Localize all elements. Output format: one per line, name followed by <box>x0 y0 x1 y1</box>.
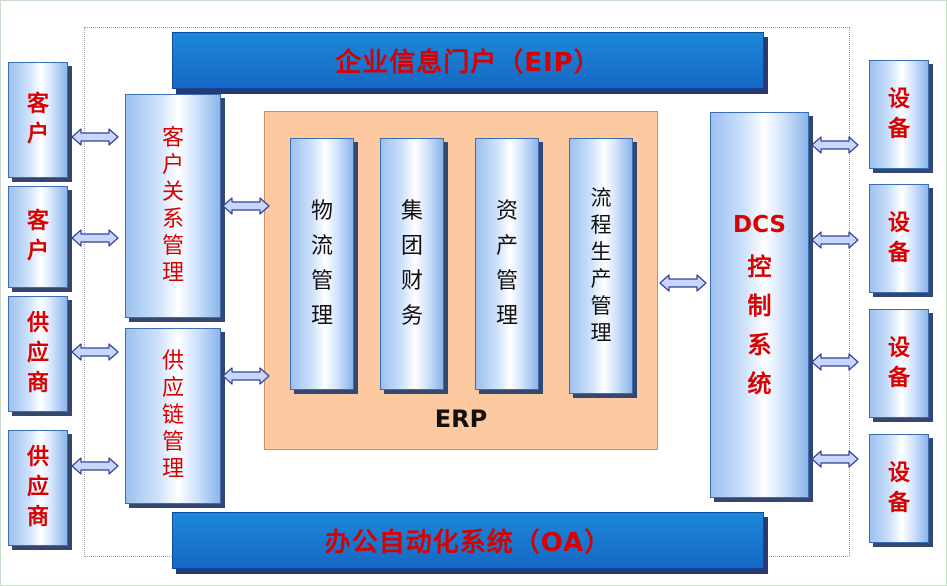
device-box-1: 设 备 <box>869 60 929 169</box>
char: 系 <box>747 331 772 359</box>
supplier-box-2: 供 应 商 <box>8 430 68 546</box>
char: 管 <box>495 268 518 294</box>
char: 备 <box>887 240 910 266</box>
process-production-module: 流 程 生 产 管 理 <box>569 138 633 394</box>
char: 理 <box>161 457 184 482</box>
char: 户 <box>161 152 184 178</box>
customer-box-1: 客 户 <box>8 62 68 178</box>
char: 物 <box>310 198 333 224</box>
char: 供 <box>26 445 49 470</box>
char: 户 <box>26 122 49 147</box>
eip-portal-label: 企业信息门户（EIP） <box>335 48 601 78</box>
char: 备 <box>887 116 910 142</box>
char: 产 <box>590 267 612 291</box>
char: 户 <box>26 239 49 264</box>
char: 设 <box>887 86 910 112</box>
char: 关 <box>161 179 184 205</box>
char: 应 <box>26 341 49 366</box>
char: 流 <box>310 233 333 259</box>
supplier-box-1: 供 应 商 <box>8 296 68 412</box>
char: 客 <box>161 125 184 151</box>
char: 客 <box>26 209 49 234</box>
eip-portal-bar: 企业信息门户（EIP） <box>172 32 764 89</box>
char: 管 <box>310 268 333 294</box>
char: 制 <box>747 292 772 320</box>
device-box-4: 设 备 <box>869 434 929 543</box>
char: 应 <box>161 376 184 401</box>
char: 设 <box>887 335 910 361</box>
erp-label: ERP <box>434 405 488 433</box>
dcs-control-system-box: DCS 控 制 系 统 <box>710 112 809 498</box>
char: 财 <box>400 268 423 294</box>
char: 链 <box>161 403 184 428</box>
char: 设 <box>887 210 910 236</box>
device-box-3: 设 备 <box>869 309 929 418</box>
char: 管 <box>161 430 184 455</box>
char: 产 <box>495 233 518 259</box>
char: 统 <box>747 370 772 398</box>
char: 设 <box>887 460 910 486</box>
char: 集 <box>400 198 423 224</box>
oa-system-bar: 办公自动化系统（OA） <box>172 512 764 569</box>
dcs-label: DCS <box>733 212 786 238</box>
group-finance-module: 集 团 财 务 <box>380 138 444 390</box>
char: 理 <box>310 303 333 329</box>
char: 团 <box>400 233 423 259</box>
char: 资 <box>495 198 518 224</box>
char: 流 <box>590 186 612 210</box>
customer-box-2: 客 户 <box>8 186 68 288</box>
char: 应 <box>26 475 49 500</box>
asset-management-module: 资 产 管 理 <box>475 138 539 390</box>
char: 备 <box>887 365 910 391</box>
scm-box: 供 应 链 管 理 <box>125 328 221 504</box>
char: 客 <box>26 92 49 117</box>
char: 管 <box>161 233 184 259</box>
char: 程 <box>590 213 612 237</box>
logistics-module: 物 流 管 理 <box>290 138 354 390</box>
char: 生 <box>590 240 612 264</box>
char: 务 <box>400 303 423 329</box>
char: 理 <box>590 321 612 345</box>
char: 系 <box>161 206 184 232</box>
char: 商 <box>26 505 49 530</box>
crm-box: 客 户 关 系 管 理 <box>125 94 221 318</box>
char: 备 <box>887 490 910 516</box>
char: 理 <box>161 260 184 286</box>
char: 供 <box>161 349 184 374</box>
char: 商 <box>26 371 49 396</box>
char: 管 <box>590 294 612 318</box>
device-box-2: 设 备 <box>869 184 929 293</box>
char: 供 <box>26 311 49 336</box>
char: 理 <box>495 303 518 329</box>
oa-system-label: 办公自动化系统（OA） <box>324 528 612 558</box>
char: 控 <box>747 253 772 281</box>
